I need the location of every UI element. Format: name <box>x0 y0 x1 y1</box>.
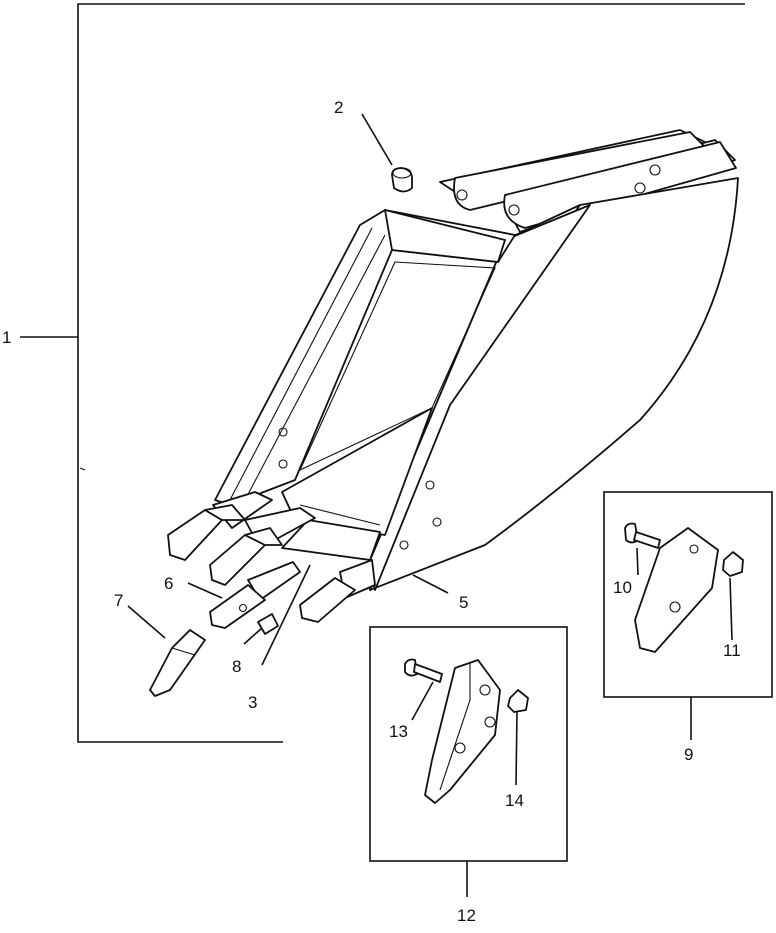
bucket-teeth <box>149 491 376 697</box>
callout-6: 6 <box>164 574 173 593</box>
leader-lines <box>127 113 449 666</box>
callout-5: 5 <box>459 593 468 612</box>
callout-1: 1 <box>2 328 11 347</box>
callout-7: 7 <box>114 591 123 610</box>
callout-2: 2 <box>334 98 343 117</box>
callout-10: 10 <box>613 578 632 597</box>
assembly-bracket <box>20 3 745 743</box>
callout-11: 11 <box>723 641 741 660</box>
bucket-body <box>214 129 739 591</box>
callout-labels: 1 2 3 5 6 7 8 9 10 11 12 13 14 <box>2 98 741 925</box>
callout-13: 13 <box>389 722 408 741</box>
callout-14: 14 <box>505 791 524 810</box>
bushing-part <box>391 167 413 193</box>
callout-8: 8 <box>232 657 241 676</box>
callout-12: 12 <box>457 906 476 925</box>
inset-box-12 <box>369 626 568 897</box>
inset-box-9 <box>603 491 773 740</box>
callout-9: 9 <box>684 745 693 764</box>
callout-3: 3 <box>248 693 257 712</box>
